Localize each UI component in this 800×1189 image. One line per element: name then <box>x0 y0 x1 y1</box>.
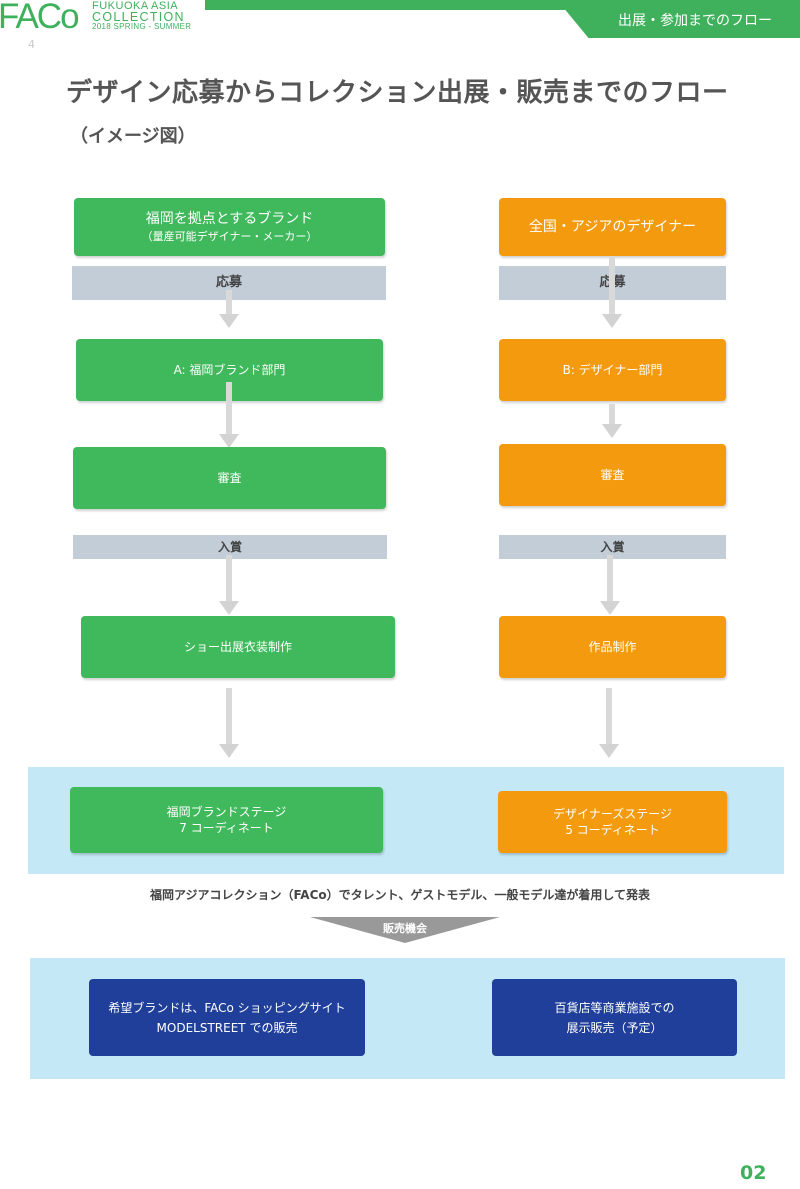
left-arrow-2 <box>219 382 239 448</box>
left-origin-box: 福岡を拠点とするブランド （量産可能デザイナー・メーカー） <box>74 198 385 256</box>
shopping-site-line-2: MODELSTREET での販売 <box>156 1020 298 1035</box>
right-stage-count: 5 コーディネート <box>565 823 660 837</box>
right-arrow-3 <box>600 555 620 615</box>
right-stage-box: デザイナーズステージ 5 コーディネート <box>498 791 727 853</box>
logo-line-3: 2018 SPRING - SUMMER <box>92 22 192 31</box>
section-tab: 出展・参加までのフロー <box>565 0 800 38</box>
left-stage-box: 福岡ブランドステージ 7 コーディネート <box>70 787 383 853</box>
logo-subtitle: FUKUOKA ASIA COLLECTION 2018 SPRING - SU… <box>92 1 191 33</box>
right-production-label: 作品制作 <box>588 639 637 654</box>
department-store-line-2: 展示販売（予定） <box>566 1020 663 1035</box>
department-store-box: 百貨店等商業施設での 展示販売（予定） <box>492 979 737 1056</box>
sales-label: 販売機会 <box>383 922 427 935</box>
right-division-box: B: デザイナー部門 <box>499 339 726 401</box>
left-arrow-1 <box>219 290 239 328</box>
right-arrow-4 <box>599 688 619 758</box>
left-arrow-3 <box>219 555 239 615</box>
logo-line-1: FUKUOKA ASIA <box>92 0 179 12</box>
left-review-box: 審査 <box>73 447 386 509</box>
page-number: 02 <box>740 1162 767 1184</box>
right-production-box: 作品制作 <box>499 616 726 678</box>
left-arrow-4 <box>219 688 239 758</box>
left-origin-title: 福岡を拠点とするブランド <box>145 211 314 227</box>
left-stage-count: 7 コーディネート <box>179 821 274 835</box>
page-subtitle: （イメージ図） <box>70 126 196 147</box>
left-stage-title: 福岡ブランドステージ <box>166 805 287 819</box>
right-stage-title: デザイナーズステージ <box>553 807 672 821</box>
right-review-label: 審査 <box>600 467 625 482</box>
right-origin-label: 全国・アジアのデザイナー <box>528 219 697 235</box>
shopping-site-line-1: 希望ブランドは、FACo ショッピングサイト <box>108 1000 346 1015</box>
left-production-box: ショー出展衣装制作 <box>81 616 395 678</box>
left-review-label: 審査 <box>217 470 242 485</box>
page-title: デザイン応募からコレクション出展・販売までのフロー <box>66 78 729 108</box>
right-award-label: 入賞 <box>600 539 625 554</box>
right-review-box: 審査 <box>499 444 726 506</box>
right-arrow-1 <box>602 256 622 328</box>
left-award-label: 入賞 <box>217 539 242 554</box>
header-rule <box>205 0 565 10</box>
logo-line-2: COLLECTION <box>92 9 185 24</box>
corner-mark: 4 <box>28 38 35 51</box>
presentation-caption: 福岡アジアコレクション（FACo）でタレント、ゲストモデル、一般モデル達が着用し… <box>149 888 651 902</box>
right-division-label: B: デザイナー部門 <box>562 362 663 377</box>
shopping-site-box: 希望ブランドは、FACo ショッピングサイト MODELSTREET での販売 <box>89 979 365 1056</box>
left-apply-label: 応募 <box>215 275 242 290</box>
left-division-label: A: 福岡ブランド部門 <box>173 362 286 377</box>
right-origin-box: 全国・アジアのデザイナー <box>499 198 726 256</box>
department-store-line-1: 百貨店等商業施設での <box>554 1000 675 1015</box>
left-origin-note: （量産可能デザイナー・メーカー） <box>141 230 318 243</box>
right-arrow-2 <box>602 404 622 438</box>
left-production-label: ショー出展衣装制作 <box>183 639 292 654</box>
faco-logo: FACo <box>0 0 80 36</box>
